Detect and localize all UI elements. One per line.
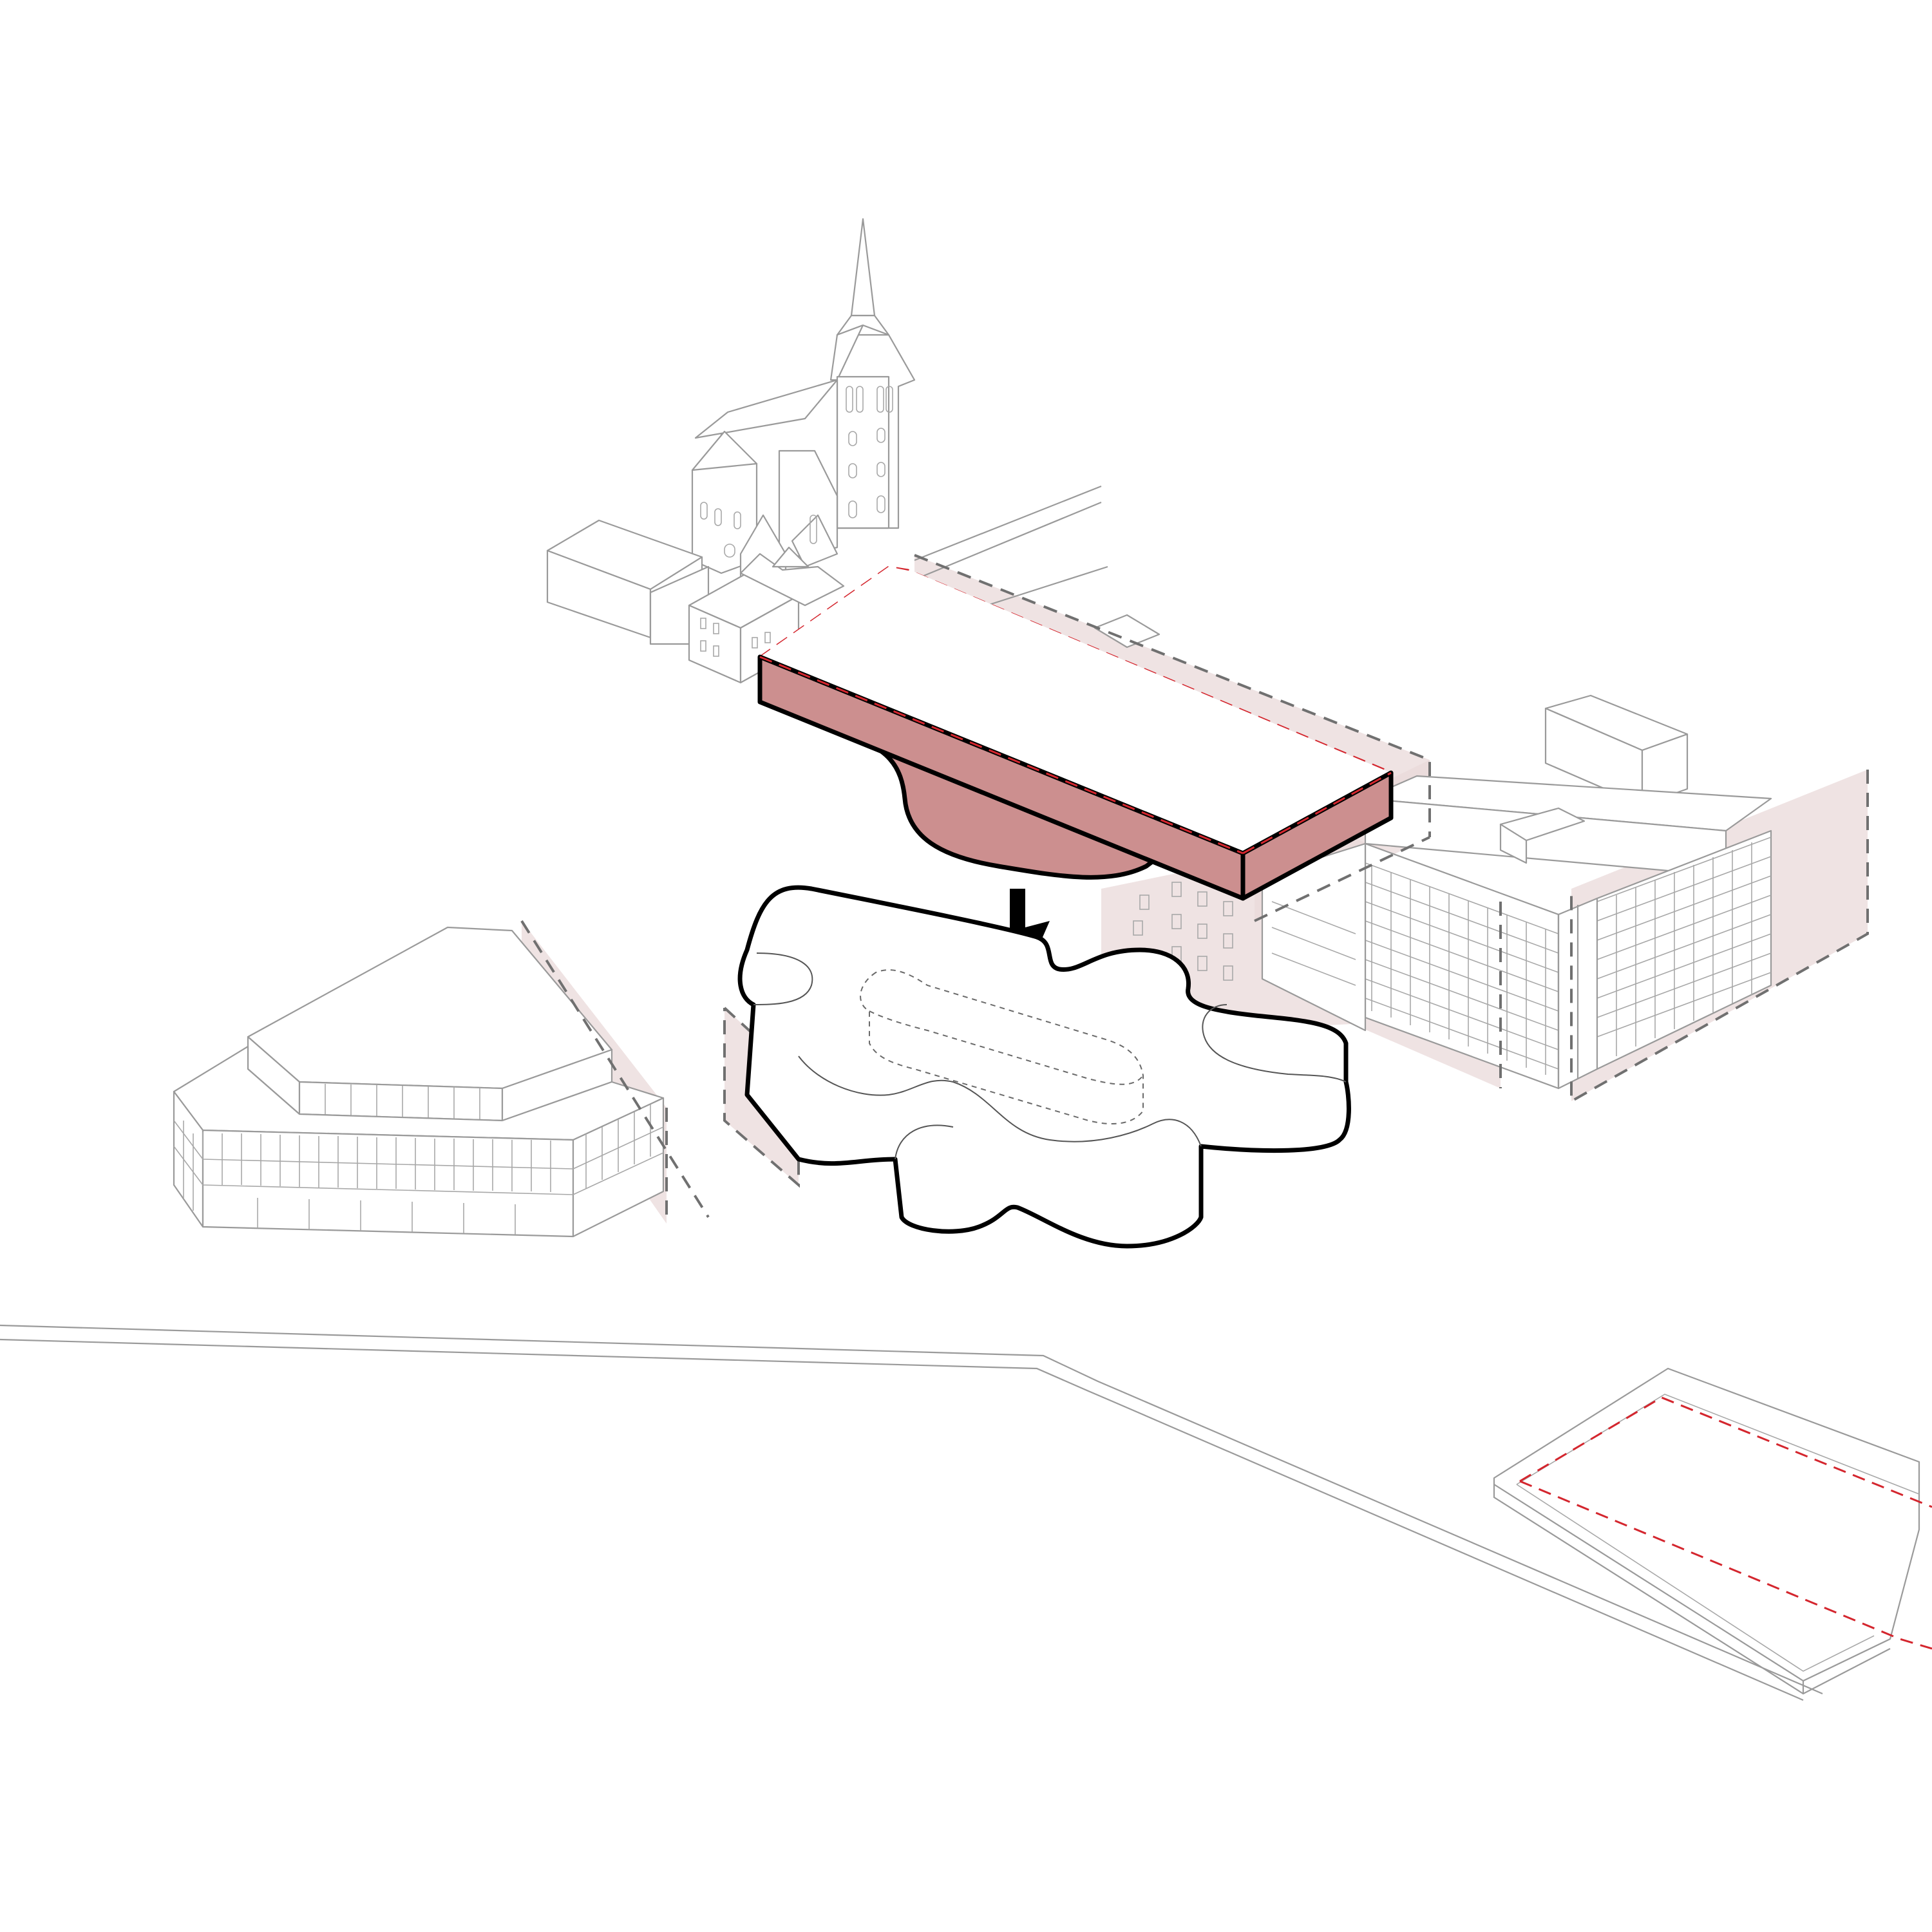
site-plot <box>1493 1367 1932 1695</box>
raised-rectangular-slab <box>757 567 1394 901</box>
row-houses <box>546 485 1160 684</box>
office-block <box>1133 694 1772 1090</box>
octagonal-building <box>173 926 665 1238</box>
church-with-spire <box>691 218 916 594</box>
organic-platform <box>737 885 1351 1249</box>
road-edge <box>0 1324 1823 1701</box>
ghost-outlines <box>520 554 1869 1224</box>
